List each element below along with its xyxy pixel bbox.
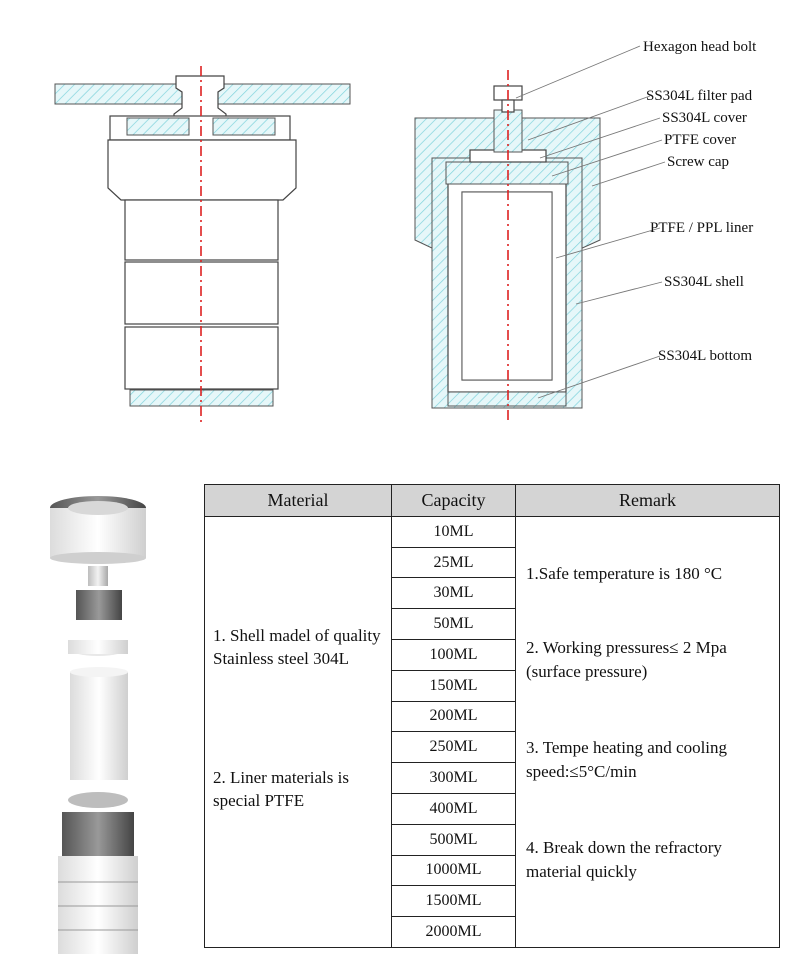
label-ptfe-cover: PTFE cover [664,132,736,148]
remark-1: 1.Safe temperature is 180 °C [526,564,723,583]
remark-2: 2. Working pressures≤ 2 Mpa (surface pre… [526,638,727,681]
capacity-cell: 10ML [391,515,516,548]
capacity-cell: 300ML [391,762,516,794]
shell-band-3 [124,326,279,390]
ptfe-cover [445,161,569,185]
head-bolt [173,75,227,123]
material-note-2: 2. Liner materials is special PTFE [213,768,349,810]
capacity-cell: 100ML [391,639,516,671]
remark-3: 3. Tempe heating and cooling speed:≤5°C/… [526,738,728,781]
material-cell [204,515,392,949]
screw-cap [107,139,297,201]
capacity-cell: 25ML [391,546,516,579]
exterior-view [54,66,351,422]
label-screw-cap: Screw cap [667,154,729,170]
label-ss-cover: SS304L cover [662,110,747,126]
label-hexagon-head-bolt: Hexagon head bolt [643,39,757,55]
capacity-cell: 150ML [391,669,516,702]
header-remark: Remark [515,484,780,517]
leader-lines [515,45,666,399]
bottom-section [447,391,567,407]
remark-cell [515,515,780,949]
exploded-parts-image [50,496,146,954]
material-note-1: 1. Shell madel of quality Stainless stee… [213,626,381,668]
capacity-cell: 1500ML [391,885,516,918]
label-bottom: SS304L bottom [658,348,752,364]
header-material: Material [204,484,392,517]
capacity-cell: 50ML [391,608,516,640]
capacity-cell: 500ML [391,823,516,856]
capacity-cell: 30ML [391,577,516,610]
header-capacity: Capacity [391,484,516,517]
capacity-cell: 250ML [391,731,516,764]
remark-4: 4. Break down the refractory material qu… [526,838,722,881]
capacity-cell: 2000ML [391,916,516,948]
capacity-cell: 1000ML [391,854,516,887]
capacity-cell: 400ML [391,792,516,825]
label-shell: SS304L shell [664,274,744,290]
label-liner: PTFE / PPL liner [650,220,753,236]
section-view [414,70,601,424]
spec-table: Material Capacity Remark 10ML 25ML 30ML … [204,484,780,949]
capacity-cell: 200ML [391,700,516,733]
label-filter-pad: SS304L filter pad [646,88,753,104]
